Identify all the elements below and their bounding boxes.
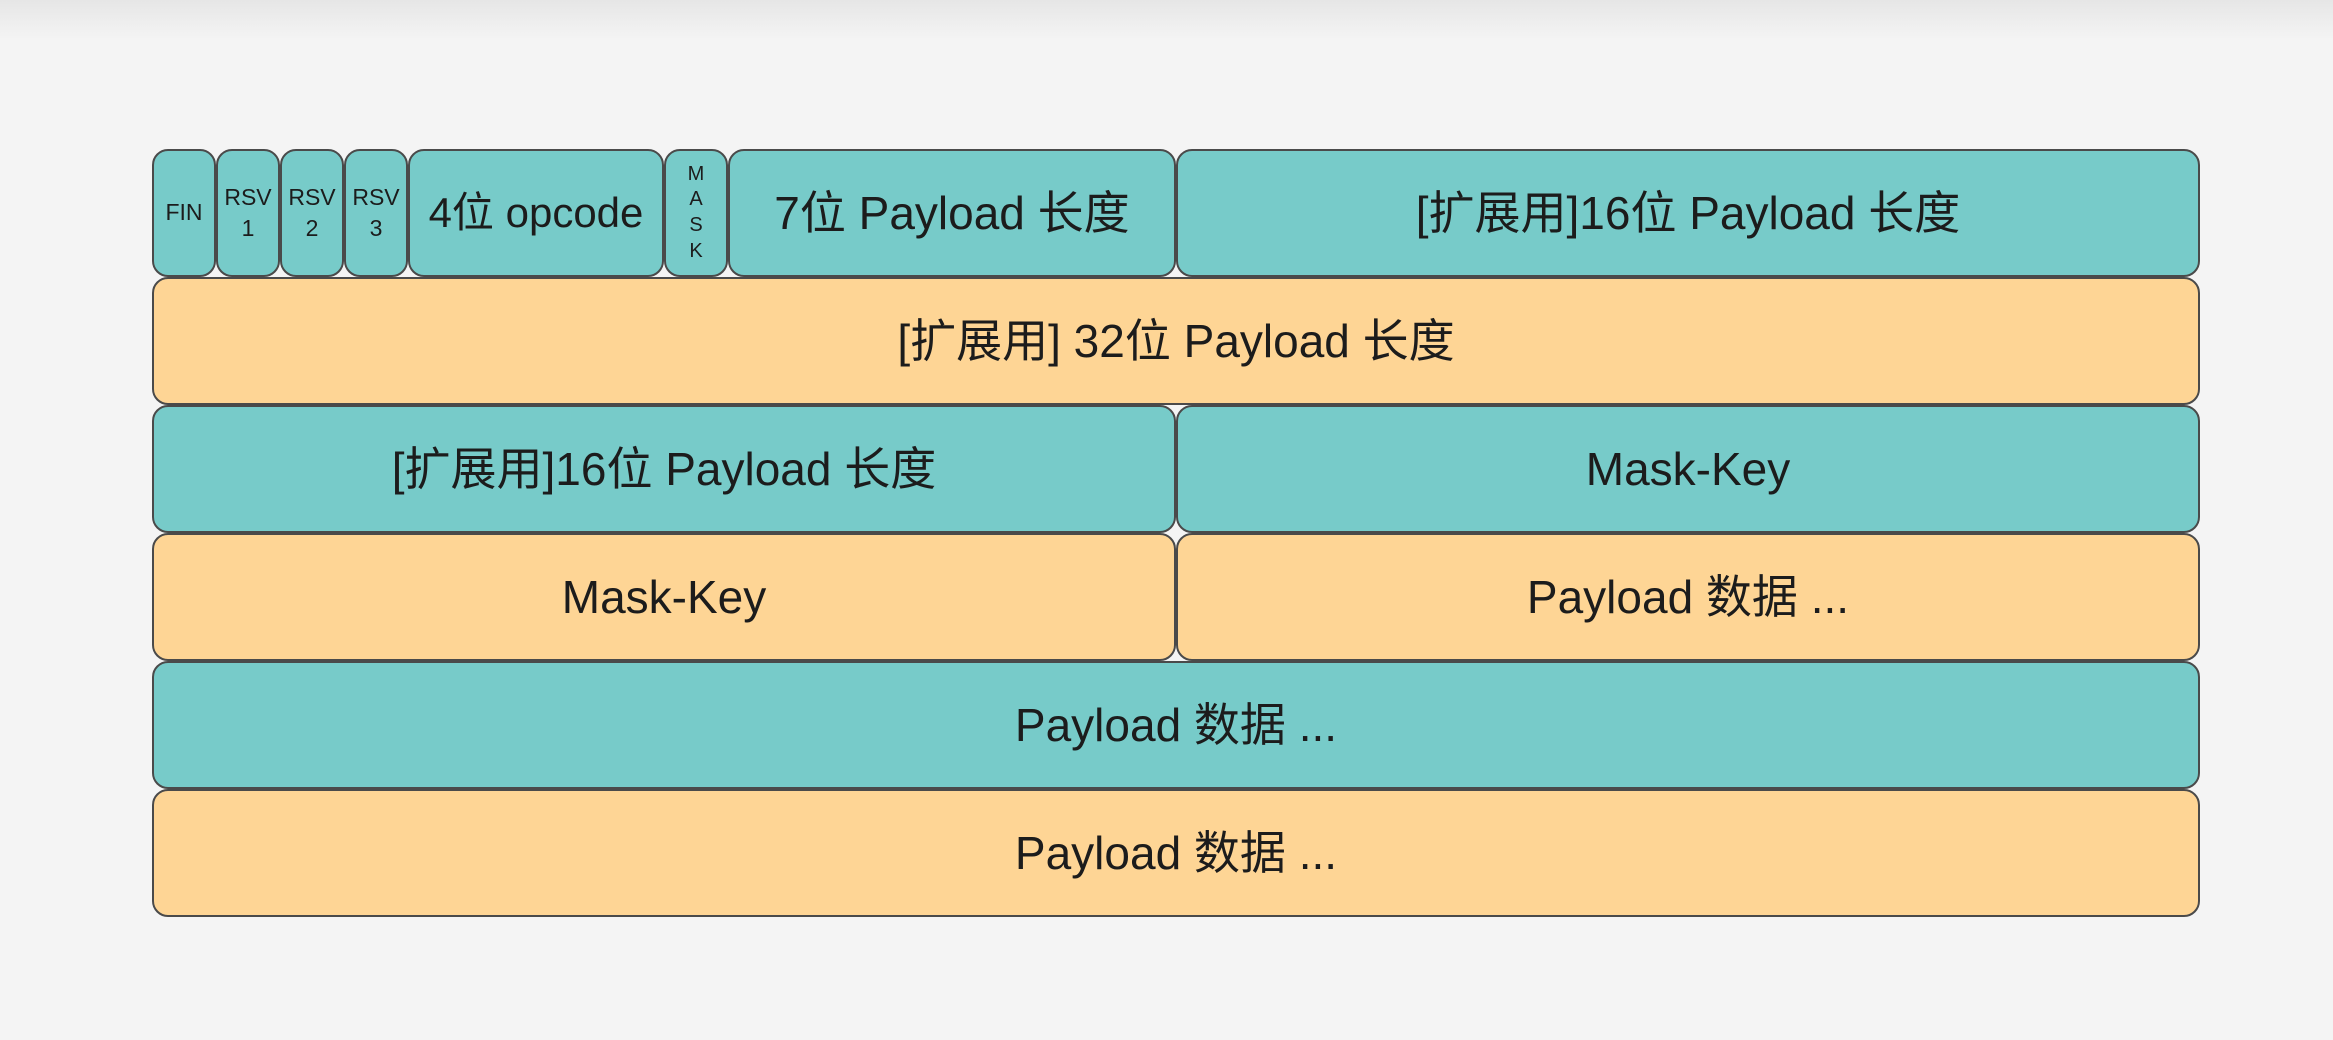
opcode-cell: 4位 opcode (408, 149, 664, 277)
mask-key-label: Mask-Key (561, 570, 767, 623)
rsv3-bit-cell: RSV 3 (344, 149, 408, 277)
payload-data-cell: Payload 数据 ... (152, 661, 2200, 789)
rsv2-bit-cell: RSV 2 (280, 149, 344, 277)
extended-payload-length-16bit-cell: [扩展用]16位 Payload 长度 (1176, 149, 2200, 277)
payload-length-7bit-label: 7位 Payload 长度 (774, 186, 1130, 239)
websocket-frame-diagram: FIN RSV 1 RSV 2 RSV 3 4位 opcode M A (151, 149, 2201, 917)
fin-label: FIN (165, 199, 203, 226)
fin-bit-cell: FIN (152, 149, 216, 277)
rsv1-number: 1 (241, 215, 255, 241)
extended-payload-length-32bit-cell: [扩展用] 32位 Payload 长度 (152, 277, 2200, 405)
rsv3-label: RSV (352, 183, 400, 210)
payload-data-cell: Payload 数据 ... (152, 789, 2200, 917)
extended-payload-length-16bit-label: [扩展用]16位 Payload 长度 (391, 442, 937, 495)
mask-letter: M (687, 162, 705, 185)
payload-data-label: Payload 数据 ... (1014, 826, 1338, 879)
rsv2-number: 2 (305, 215, 319, 241)
frame-row-5: Payload 数据 ... (151, 661, 2201, 789)
frame-row-2: [扩展用] 32位 Payload 长度 (151, 277, 2201, 405)
mask-letter: A (689, 188, 703, 211)
extended-payload-length-16bit-cell: [扩展用]16位 Payload 长度 (152, 405, 1176, 533)
payload-length-7bit-cell: 7位 Payload 长度 (728, 149, 1176, 277)
mask-key-cell: Mask-Key (1176, 405, 2200, 533)
rsv1-label: RSV (224, 183, 272, 210)
mask-letter: K (689, 239, 703, 262)
payload-data-label: Payload 数据 ... (1014, 698, 1338, 751)
rsv3-number: 3 (369, 215, 383, 241)
rsv2-label: RSV (288, 183, 336, 210)
opcode-label: 4位 opcode (428, 188, 644, 236)
frame-row-1: FIN RSV 1 RSV 2 RSV 3 4位 opcode M A (151, 149, 2201, 277)
payload-data-cell: Payload 数据 ... (1176, 533, 2200, 661)
extended-payload-length-32bit-label: [扩展用] 32位 Payload 长度 (897, 314, 1455, 367)
frame-row-6: Payload 数据 ... (151, 789, 2201, 917)
mask-bit-cell: M A S K (664, 149, 728, 277)
mask-letter: S (689, 214, 703, 236)
rsv1-bit-cell: RSV 1 (216, 149, 280, 277)
payload-data-label: Payload 数据 ... (1526, 570, 1850, 623)
mask-key-cell: Mask-Key (152, 533, 1176, 661)
frame-row-4: Mask-Key Payload 数据 ... (151, 533, 2201, 661)
mask-key-label: Mask-Key (1585, 442, 1791, 495)
extended-payload-length-16bit-label: [扩展用]16位 Payload 长度 (1415, 186, 1961, 239)
frame-row-3: [扩展用]16位 Payload 长度 Mask-Key (151, 405, 2201, 533)
